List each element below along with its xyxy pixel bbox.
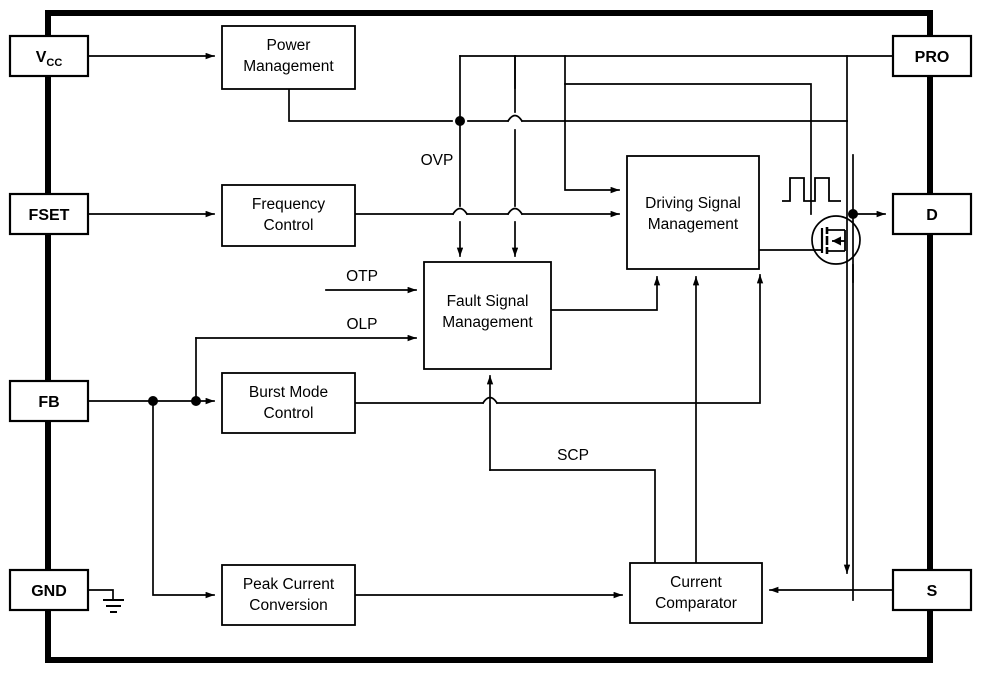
mosfet-symbol — [811, 215, 861, 265]
wire-burst-mode-out — [354, 274, 764, 405]
block-driving-signal-management[interactable]: Driving Signal Management — [626, 155, 760, 270]
block-power-management[interactable]: Power Management — [221, 25, 356, 90]
wire-olp-input — [195, 334, 417, 402]
wire-fault-to-driving — [550, 276, 661, 311]
pin-vcc-label: V — [36, 49, 47, 66]
block-frequency-control[interactable]: Frequency Control — [221, 184, 356, 247]
block-peak-current-conversion-line1: Peak Current — [243, 576, 335, 593]
pin-fset-label: FSET — [29, 207, 70, 224]
wire-gnd-to-ground-symbol — [87, 589, 114, 601]
block-peak-current-conversion[interactable]: Peak Current Conversion — [221, 564, 356, 626]
block-fault-signal-management[interactable]: Fault Signal Management — [423, 261, 552, 370]
wire-fb-to-peak-current — [152, 400, 215, 599]
block-power-management-line2: Management — [243, 58, 334, 75]
ic-outer-frame — [45, 10, 933, 663]
block-frequency-control-line2: Control — [264, 217, 314, 234]
pin-pro[interactable]: PRO — [891, 34, 973, 78]
signal-labels: OVP OTP OLP SCP — [346, 152, 589, 464]
pin-boxes: VCC FSET FB GND PRO D S — [8, 34, 973, 612]
ground-symbol — [103, 599, 124, 613]
block-burst-mode-control-line1: Burst Mode — [249, 384, 328, 401]
pin-gnd-label: GND — [31, 583, 67, 600]
pin-pro-label: PRO — [915, 49, 950, 66]
pin-vcc-subscript: CC — [46, 57, 62, 69]
pin-fb-label: FB — [38, 394, 59, 411]
wire-ovp-drop — [451, 120, 469, 257]
junction-dots — [148, 116, 858, 406]
pin-d-label: D — [926, 207, 938, 224]
pin-fset[interactable]: FSET — [8, 192, 90, 236]
signal-label-otp: OTP — [346, 268, 378, 285]
junction-dot-ovp — [455, 116, 465, 126]
functional-blocks: Power Management Frequency Control Fault… — [221, 25, 763, 626]
wire-upper-right-loop — [564, 83, 812, 215]
signal-label-ovp: OVP — [421, 152, 454, 169]
wire-power-management-out — [288, 88, 848, 122]
wire-pro-to-power-management — [459, 55, 894, 122]
block-power-management-line1: Power — [267, 37, 311, 54]
pin-fb[interactable]: FB — [8, 379, 90, 423]
junction-dot-fb-2 — [191, 396, 201, 406]
pin-s-label: S — [927, 583, 938, 600]
wire-mosfet-drain-to-d — [852, 154, 886, 283]
junction-dot-fb-1 — [148, 396, 158, 406]
block-burst-mode-control[interactable]: Burst Mode Control — [221, 372, 356, 434]
block-fault-signal-management-line2: Management — [442, 314, 533, 331]
svg-text:VCC: VCC — [36, 49, 63, 69]
block-current-comparator-line1: Current — [670, 574, 722, 591]
block-peak-current-conversion-line2: Conversion — [249, 597, 327, 614]
block-current-comparator-line2: Comparator — [655, 595, 737, 612]
wire-hop-121 — [506, 114, 524, 123]
wire-pro-branch-drop — [506, 55, 524, 257]
pin-vcc[interactable]: VCC — [8, 34, 90, 78]
signal-label-olp: OLP — [346, 316, 377, 333]
block-driving-signal-management-line2: Management — [648, 216, 739, 233]
signal-label-scp: SCP — [557, 447, 589, 464]
block-burst-mode-control-line2: Control — [264, 405, 314, 422]
block-current-comparator[interactable]: Current Comparator — [629, 562, 763, 624]
pin-gnd[interactable]: GND — [8, 568, 90, 612]
junction-dot-drain — [848, 209, 858, 219]
pin-d[interactable]: D — [891, 192, 973, 236]
pulse-waveform — [782, 177, 841, 202]
block-frequency-control-line1: Frequency — [252, 196, 325, 213]
wire-to-driving-upper-input — [564, 120, 620, 194]
block-driving-signal-management-line1: Driving Signal — [645, 195, 741, 212]
block-fault-signal-management-line1: Fault Signal — [447, 293, 529, 310]
wire-scp-to-fault-signal — [486, 375, 656, 564]
pin-s[interactable]: S — [891, 568, 973, 612]
